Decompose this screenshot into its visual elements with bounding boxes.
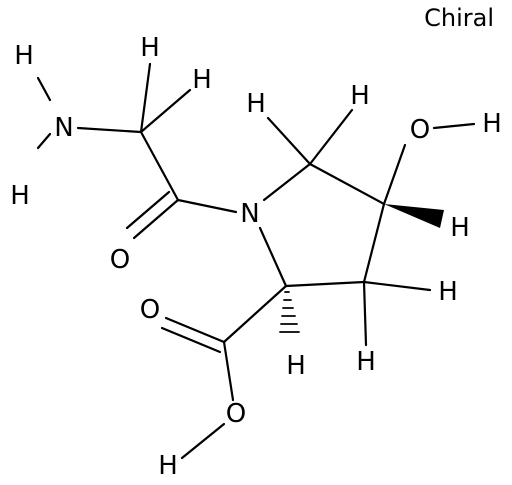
bond-o-h — [432, 122, 476, 130]
bond-c5-h-right — [308, 108, 354, 166]
bond-c3-h-right — [362, 280, 432, 292]
bond-acid-co-a — [164, 316, 226, 344]
bond-carbonyl-o-a — [132, 198, 180, 240]
bond-n-h-top — [36, 76, 52, 102]
atom-hydroxyl-o: O — [410, 115, 430, 145]
bond-c4-o — [382, 143, 407, 206]
bond-c5-c4 — [308, 162, 386, 206]
atom-hydroxyl-h: H — [482, 109, 502, 139]
bond-ch2-carbonyl — [139, 130, 180, 202]
atom-amine-n: N — [54, 113, 73, 143]
bond-carbonyl-o-b — [125, 190, 171, 230]
bond-ringn-c5 — [262, 162, 312, 202]
atom-labels: N H H H H O N H H O H H H H H O O H — [10, 33, 502, 481]
hash-bond-c2-h — [279, 291, 300, 333]
bond-acid-co-b — [160, 326, 222, 354]
bond-ch2-h-top — [139, 62, 152, 134]
bond-n-ch2 — [76, 126, 143, 134]
bond-acid-c-o — [222, 340, 235, 402]
bond-acid-o-h — [180, 422, 226, 460]
atom-c2-h: H — [286, 351, 306, 381]
atom-c5-h1: H — [246, 89, 266, 119]
atom-ch2-h1: H — [140, 33, 160, 63]
atom-c5-h2: H — [350, 81, 370, 111]
bond-c2-ringn — [258, 226, 288, 288]
atom-acid-carbonyl-o: O — [140, 295, 160, 325]
bond-c3-h-bottom — [362, 280, 368, 347]
atom-ring-n: N — [240, 199, 259, 229]
atom-c3-h2: H — [356, 347, 376, 377]
atom-acid-hydroxyl-o: O — [226, 399, 246, 429]
bond-c5-h-left — [266, 116, 312, 166]
atom-c4-h: H — [450, 213, 470, 243]
wedge-bond-c4-h — [384, 204, 444, 228]
chiral-label: Chiral — [424, 4, 494, 32]
atom-c3-h1: H — [438, 277, 458, 307]
atom-carbonyl-o: O — [110, 245, 130, 275]
bond-c3-c2 — [284, 280, 366, 288]
bond-c4-c3 — [362, 202, 386, 284]
atom-ch2-h2: H — [192, 65, 212, 95]
bond-ch2-h-right — [139, 88, 192, 134]
bond-carbonyl-ringn — [176, 198, 238, 214]
bond-c2-acid-c — [222, 284, 288, 344]
atom-amine-h2: H — [10, 181, 30, 211]
bond-n-h-bottom — [36, 132, 52, 150]
bonds — [36, 62, 476, 460]
atom-amine-h1: H — [14, 41, 34, 71]
atom-acid-h: H — [158, 451, 178, 481]
